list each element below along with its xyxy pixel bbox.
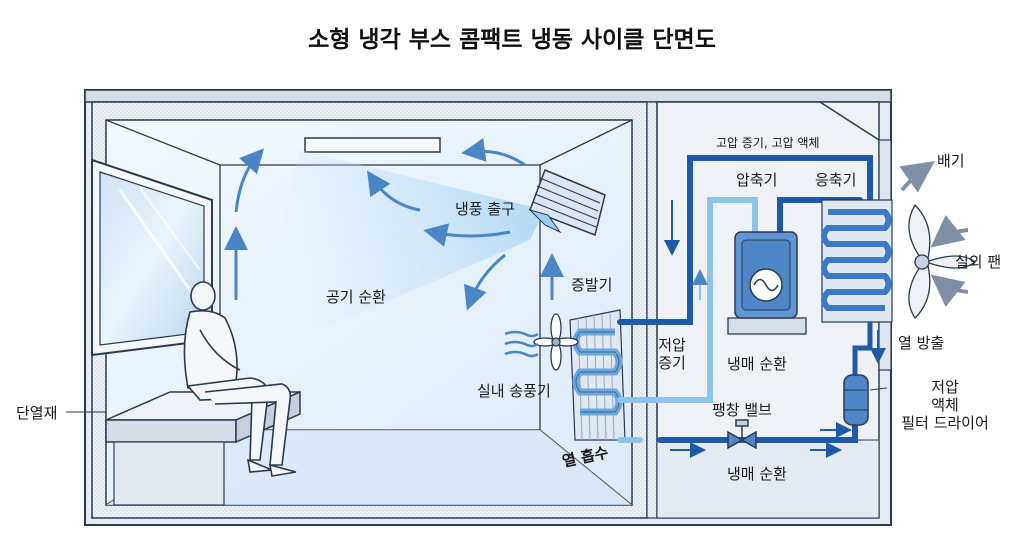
filter-drier-line3: 필터 드라이어 bbox=[901, 414, 989, 432]
seated-person bbox=[183, 281, 297, 477]
outdoor-air-arrows bbox=[899, 161, 969, 307]
refrigerant-circulation-upper-label: 냉매 순환 bbox=[727, 355, 787, 373]
evaporator-coil bbox=[569, 309, 626, 441]
high-pressure-label: 고압 증기, 고압 액체 bbox=[716, 136, 820, 150]
expansion-valve bbox=[727, 419, 757, 450]
cold-air-outlet-label: 냉풍 출구 bbox=[455, 200, 515, 218]
low-pressure-vapor-label: 저압 증기 bbox=[656, 336, 688, 372]
condenser-label: 응축기 bbox=[815, 171, 857, 189]
ceiling-light bbox=[304, 137, 441, 153]
refrigerant-pipes-light bbox=[617, 197, 758, 443]
exhaust-label: 배기 bbox=[937, 152, 965, 170]
indoor-blower-label: 실내 송풍기 bbox=[477, 382, 551, 400]
outdoor-fan-label: 실외 팬 bbox=[955, 253, 1002, 271]
outdoor-fan bbox=[908, 203, 977, 320]
evaporator-label: 증발기 bbox=[571, 276, 613, 294]
compressor-label: 압축기 bbox=[736, 171, 778, 189]
filter-drier-line1: 저압 bbox=[931, 378, 959, 396]
refrigerant-circulation-lower-label: 냉매 순환 bbox=[727, 465, 787, 483]
filter-drier bbox=[843, 374, 869, 426]
compressor bbox=[727, 231, 807, 335]
low-pressure-vapor-line1: 저압 bbox=[658, 336, 686, 354]
roof-band bbox=[84, 89, 892, 103]
air-flow-arrows bbox=[224, 138, 564, 311]
heat-rejection-label: 열 방출 bbox=[898, 334, 945, 352]
expansion-valve-label: 팽창 밸브 bbox=[712, 401, 772, 419]
filter-drier-label: 저압 액체 필터 드라이어 bbox=[890, 378, 1000, 432]
air-circulation-label: 공기 순환 bbox=[326, 288, 386, 306]
page-title: 소형 냉각 부스 콤팩트 냉동 사이클 단면도 bbox=[308, 27, 716, 53]
cold-air-beam bbox=[250, 150, 545, 360]
indoor-blower-fan bbox=[533, 313, 579, 371]
insulation-label: 단열재 bbox=[16, 404, 58, 422]
blower-air-arrows bbox=[504, 330, 539, 358]
condenser-coil bbox=[821, 199, 893, 323]
filter-drier-line2: 액체 bbox=[931, 396, 959, 414]
cold-air-outlet-unit bbox=[528, 169, 606, 237]
low-pressure-vapor-line2: 증기 bbox=[658, 354, 686, 372]
partition-wall bbox=[646, 101, 658, 519]
